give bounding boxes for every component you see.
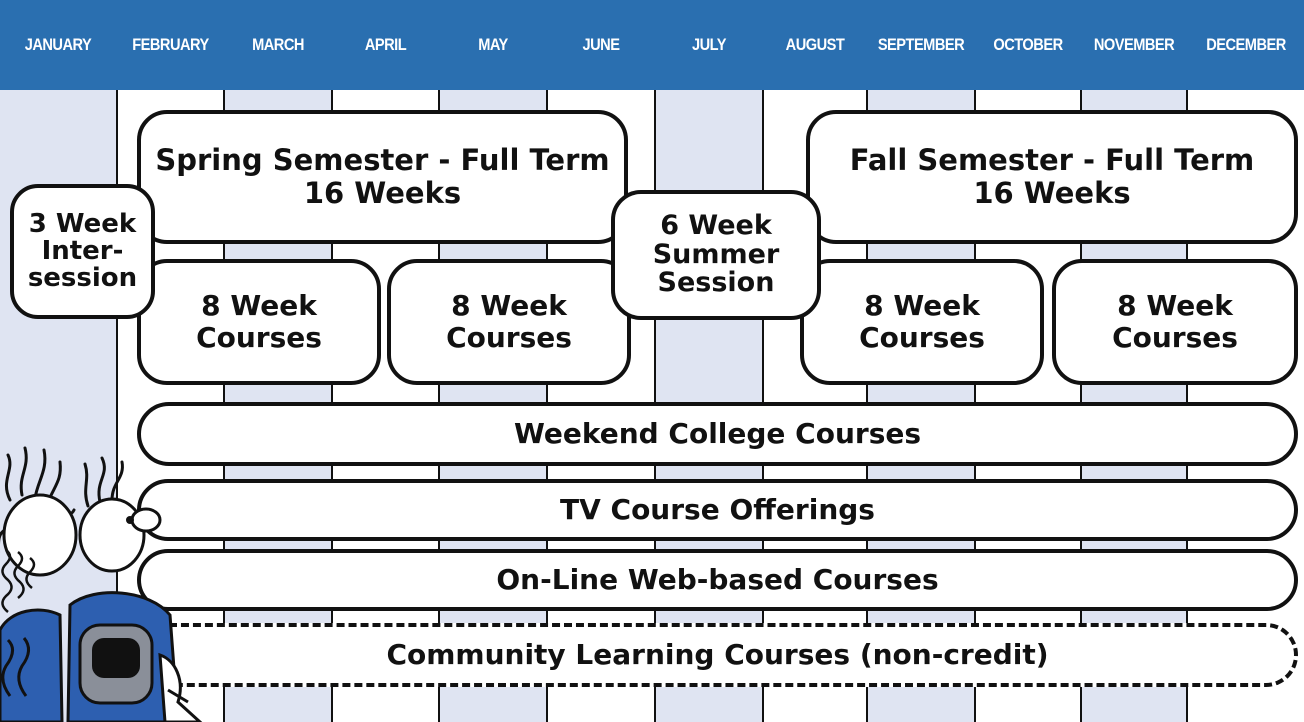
month-label-june: JUNE xyxy=(582,35,620,54)
month-header-bar xyxy=(0,0,1304,90)
student-mascot-illustration xyxy=(0,446,203,722)
online-web-courses-bar: On-Line Web-based Courses xyxy=(137,549,1298,611)
fall-full-term-duration: 16 Weeks xyxy=(973,176,1131,210)
spring-full-term-duration: 16 Weeks xyxy=(303,176,462,210)
courses-label: Courses xyxy=(446,321,572,354)
three-week-intersession-box: 3 Week Inter- session xyxy=(10,184,155,319)
month-label-march: MARCH xyxy=(252,35,304,54)
month-label-december: DECEMBER xyxy=(1206,35,1286,54)
month-label-july: JULY xyxy=(692,35,726,54)
courses-label: Courses xyxy=(196,321,322,354)
weekend-college-courses-label: Weekend College Courses xyxy=(513,416,922,450)
fall-semester-full-term-box: Fall Semester - Full Term 16 Weeks xyxy=(806,110,1298,244)
tv-course-offerings-label: TV Course Offerings xyxy=(560,492,875,526)
summer-line-2: Summer xyxy=(652,238,780,270)
community-learning-courses-label: Community Learning Courses (non-credit) xyxy=(386,637,1049,671)
fall-full-term-title: Fall Semester - Full Term xyxy=(849,142,1255,177)
column-divider xyxy=(116,0,118,722)
weekend-college-courses-bar: Weekend College Courses xyxy=(137,402,1298,466)
intersession-line-1: 3 Week xyxy=(28,208,137,239)
month-label-april: APRIL xyxy=(364,35,407,54)
month-label-may: MAY xyxy=(478,35,508,54)
month-label-february: FEBRUARY xyxy=(132,35,209,54)
six-week-summer-session-box: 6 Week Summer Session xyxy=(611,190,821,320)
intersession-line-3: session xyxy=(27,263,138,294)
summer-line-1: 6 Week xyxy=(660,210,772,242)
month-label-september: SEPTEMBER xyxy=(877,35,965,54)
spring-semester-full-term-box: Spring Semester - Full Term 16 Weeks xyxy=(137,110,628,244)
eight-week-label: 8 Week xyxy=(451,288,567,322)
eight-week-courses-box-3: 8 Week Courses xyxy=(800,259,1044,385)
intersession-line-2: Inter- xyxy=(41,235,124,266)
tv-course-offerings-bar: TV Course Offerings xyxy=(137,479,1298,541)
eight-week-label: 8 Week xyxy=(201,288,317,322)
column-divider xyxy=(654,0,656,722)
eight-week-courses-box-4: 8 Week Courses xyxy=(1052,259,1298,385)
courses-label: Courses xyxy=(1112,321,1238,354)
spring-full-term-title: Spring Semester - Full Term xyxy=(155,142,610,177)
online-web-courses-label: On-Line Web-based Courses xyxy=(496,562,939,596)
eight-week-label: 8 Week xyxy=(864,288,980,322)
summer-line-3: Session xyxy=(657,267,775,299)
eight-week-label: 8 Week xyxy=(1117,288,1233,322)
eight-week-courses-box-1: 8 Week Courses xyxy=(137,259,381,385)
column-divider xyxy=(762,0,764,722)
month-label-august: AUGUST xyxy=(785,35,845,54)
month-label-january: JANUARY xyxy=(24,35,92,54)
courses-label: Courses xyxy=(859,321,985,354)
community-learning-courses-bar: Community Learning Courses (non-credit) xyxy=(137,623,1298,687)
eight-week-courses-box-2: 8 Week Courses xyxy=(387,259,631,385)
month-label-october: OCTOBER xyxy=(993,35,1063,54)
month-label-november: NOVEMBER xyxy=(1093,35,1175,54)
